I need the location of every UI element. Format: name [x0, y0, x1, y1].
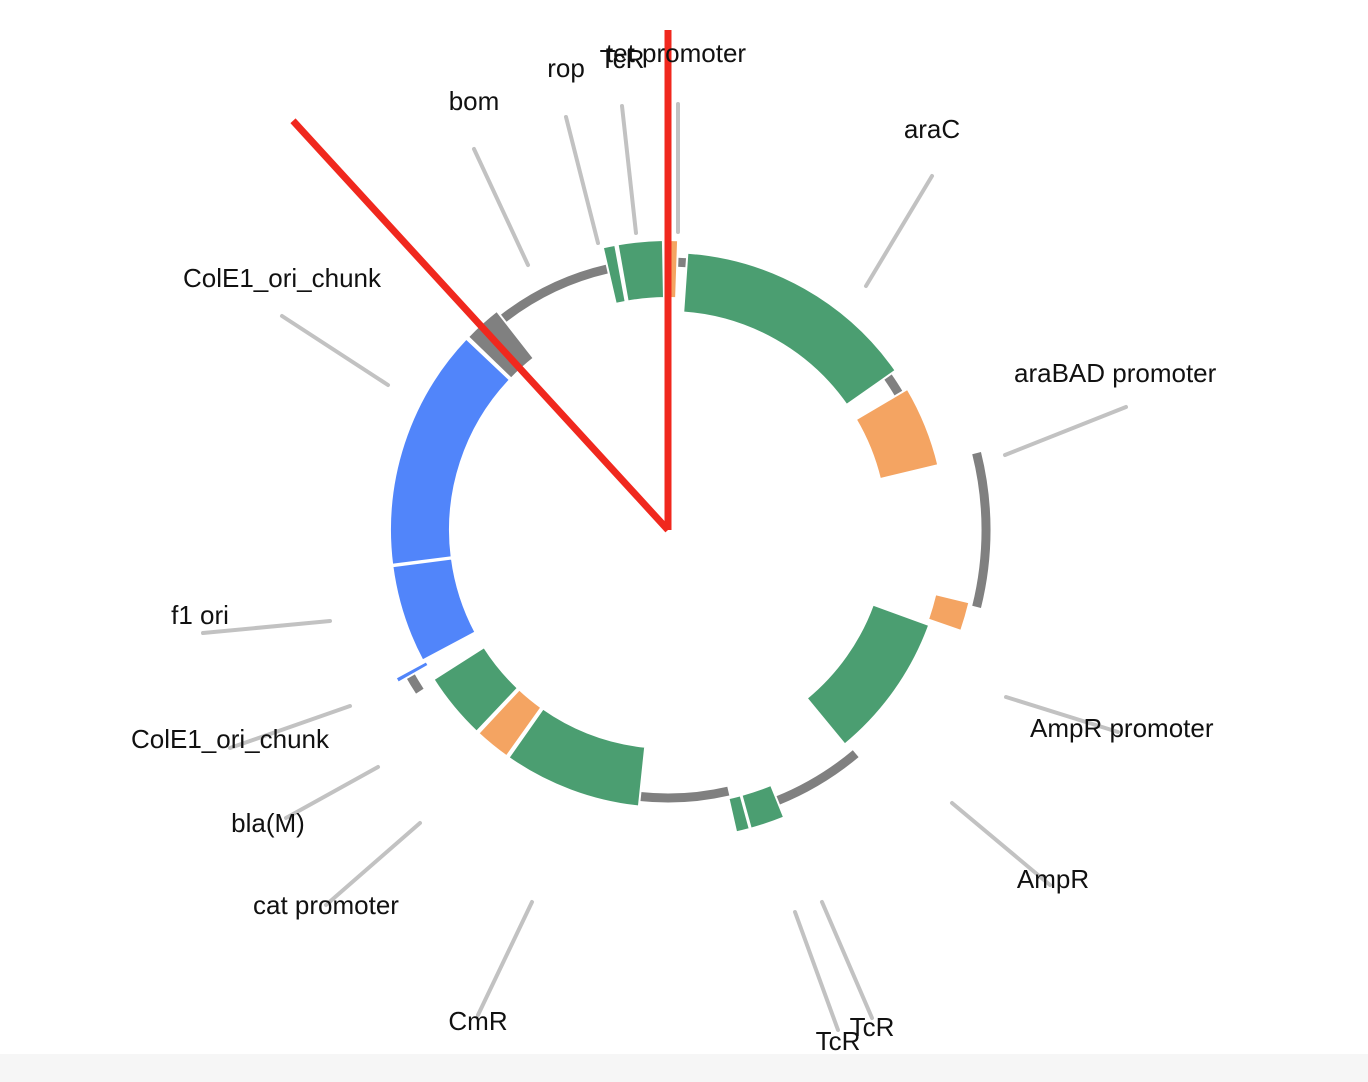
feature-label-ampr: AmpR [1017, 864, 1089, 894]
leader-line-tcr [620, 104, 638, 235]
feature-ampr-promoter[interactable] [926, 592, 971, 633]
feature-rop[interactable] [601, 243, 627, 306]
feature-label-cole1-ori-chunk: ColE1_ori_chunk [131, 724, 330, 754]
leader-line-tcr [820, 900, 874, 1020]
feature-bla-m[interactable] [432, 645, 520, 734]
feature-cole1-ori-chunk[interactable] [394, 659, 431, 685]
feature-label-arac: araC [904, 114, 960, 144]
selection-end-line[interactable] [290, 118, 671, 533]
feature-label-bla-m: bla(M) [231, 808, 305, 838]
feature-label-cmr: CmR [448, 1006, 507, 1036]
leader-lines [201, 102, 1128, 1032]
leader-line-arac [864, 174, 934, 288]
backbone-segment [639, 786, 730, 803]
leader-line-bom [472, 147, 530, 267]
feature-label-cole1-ori-chunk: ColE1_ori_chunk [183, 263, 382, 293]
feature-label-ampr-promoter: AmpR promoter [1030, 713, 1214, 743]
bottom-bar [0, 1054, 1368, 1082]
leader-line-arabad-promoter [1003, 405, 1128, 457]
leader-line-cole1-ori-chunk [280, 314, 390, 387]
backbone-segment [883, 373, 904, 399]
backbone-segment [972, 452, 991, 608]
feature-label-tcr: TcR [850, 1012, 895, 1042]
leader-line-tcr [793, 910, 840, 1032]
leader-line-bla-m [284, 765, 380, 820]
leader-line-f1-ori [201, 619, 332, 635]
leader-line-cat-promoter [324, 821, 422, 907]
leader-line-cole1-ori-chunk [228, 704, 352, 750]
feature-cole1-ori-chunk[interactable] [389, 337, 512, 566]
feature-label-bom: bom [449, 86, 500, 116]
backbone-segment [677, 257, 688, 268]
backbone-segment [775, 750, 859, 805]
feature-label-tcr: TcR [600, 44, 645, 74]
feature-blocks [389, 238, 971, 834]
feature-ampr[interactable] [805, 603, 931, 746]
selection-markers [290, 30, 672, 533]
feature-f1-ori[interactable] [391, 557, 477, 662]
feature-label-tet-promoter: tet promoter [606, 38, 747, 68]
feature-tcr[interactable] [727, 794, 752, 834]
feature-label-tcr: TcR [816, 1026, 861, 1056]
feature-cat-promoter[interactable] [476, 687, 543, 758]
feature-label-f1-ori: f1 ori [171, 600, 229, 630]
feature-label-arabad-promoter: araBAD promoter [1014, 358, 1217, 388]
leader-line-rop [564, 115, 600, 245]
leader-line-cmr [476, 900, 534, 1017]
feature-label-cat-promoter: cat promoter [253, 890, 399, 920]
feature-arac[interactable] [682, 251, 898, 407]
feature-label-rop: rop [547, 53, 585, 83]
leader-line-ampr [950, 801, 1052, 887]
feature-cmr[interactable] [507, 707, 647, 808]
leader-line-ampr-promoter [1004, 695, 1120, 734]
backbone-layer [405, 257, 991, 805]
feature-arabad-promoter[interactable] [854, 387, 940, 481]
backbone-segment [500, 264, 609, 323]
